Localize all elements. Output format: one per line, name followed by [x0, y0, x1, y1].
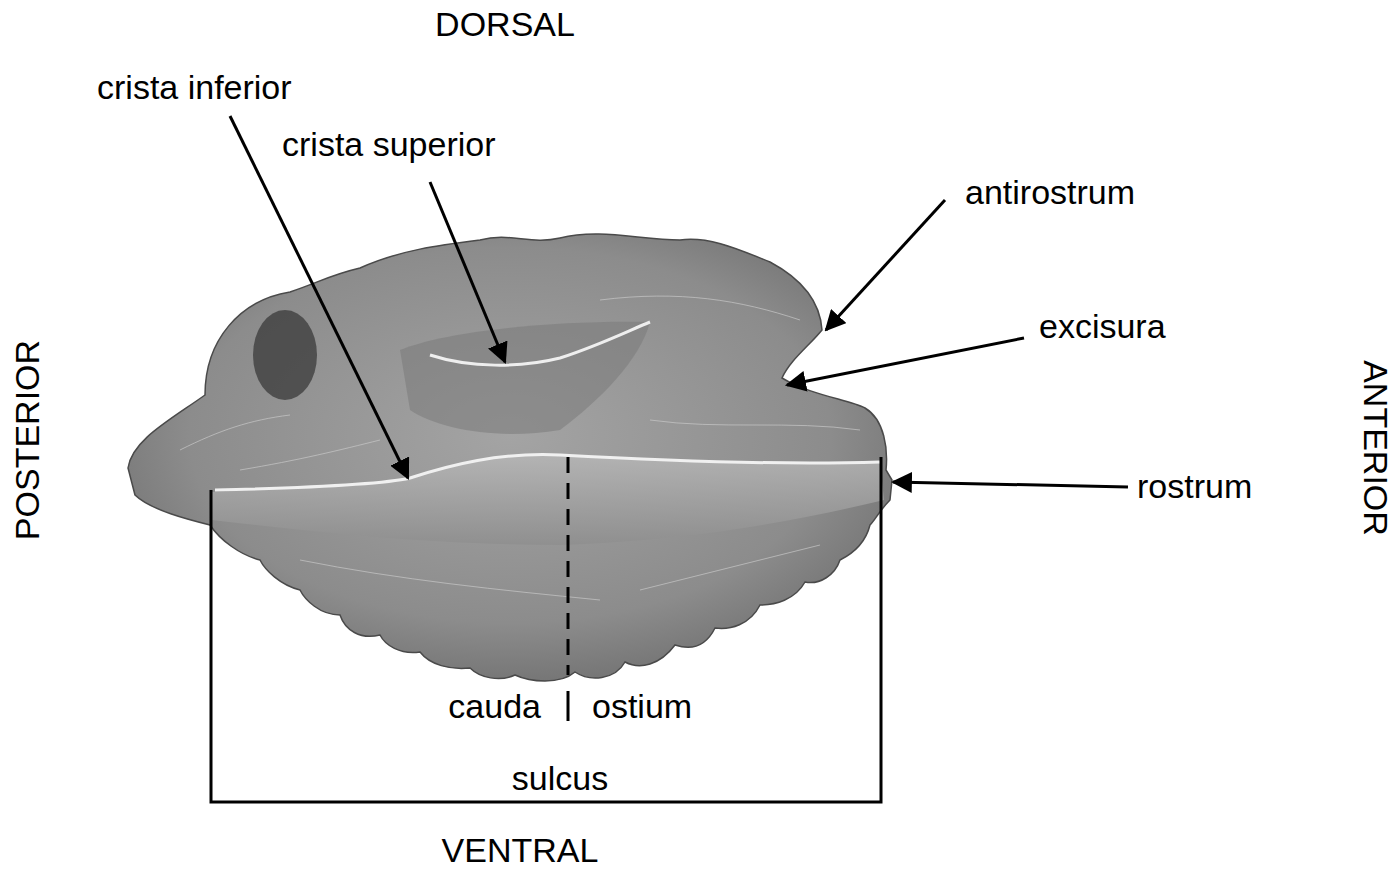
crista-superior-ridge: [430, 322, 650, 365]
part-label: sulcus: [510, 760, 610, 797]
part-label: crista superior: [280, 126, 498, 163]
orientation-label: ANTERIOR: [1356, 358, 1393, 538]
leader-crista-inferior: [230, 116, 408, 478]
sulcus-floor: [212, 455, 884, 545]
leader-lines: [230, 116, 1128, 487]
otolith-outline: [128, 234, 892, 681]
sulcus-bracket: [211, 457, 881, 802]
leader-antirostrum: [826, 200, 945, 330]
leader-rostrum: [893, 482, 1128, 487]
part-label: crista inferior: [95, 69, 294, 106]
leader-crista-superior: [430, 182, 505, 362]
orientation-label: POSTERIOR: [9, 338, 46, 542]
surface-texture: [180, 296, 860, 600]
posterior-dark-spot: [253, 310, 317, 400]
leader-excisura: [787, 338, 1024, 385]
dorsal-depression: [400, 322, 650, 434]
orientation-label: DORSAL: [433, 6, 577, 43]
part-label: ostium: [590, 688, 694, 725]
cauda-ostium-separator: [567, 691, 570, 721]
part-label: excisura: [1037, 308, 1168, 345]
part-label: rostrum: [1135, 468, 1254, 505]
otolith: [128, 234, 892, 681]
orientation-label: VENTRAL: [440, 832, 601, 869]
crista-inferior-ridge: [215, 455, 880, 490]
cauda-ostium-divider: [567, 457, 570, 675]
part-label: cauda: [446, 688, 543, 725]
part-label: antirostrum: [963, 174, 1137, 211]
